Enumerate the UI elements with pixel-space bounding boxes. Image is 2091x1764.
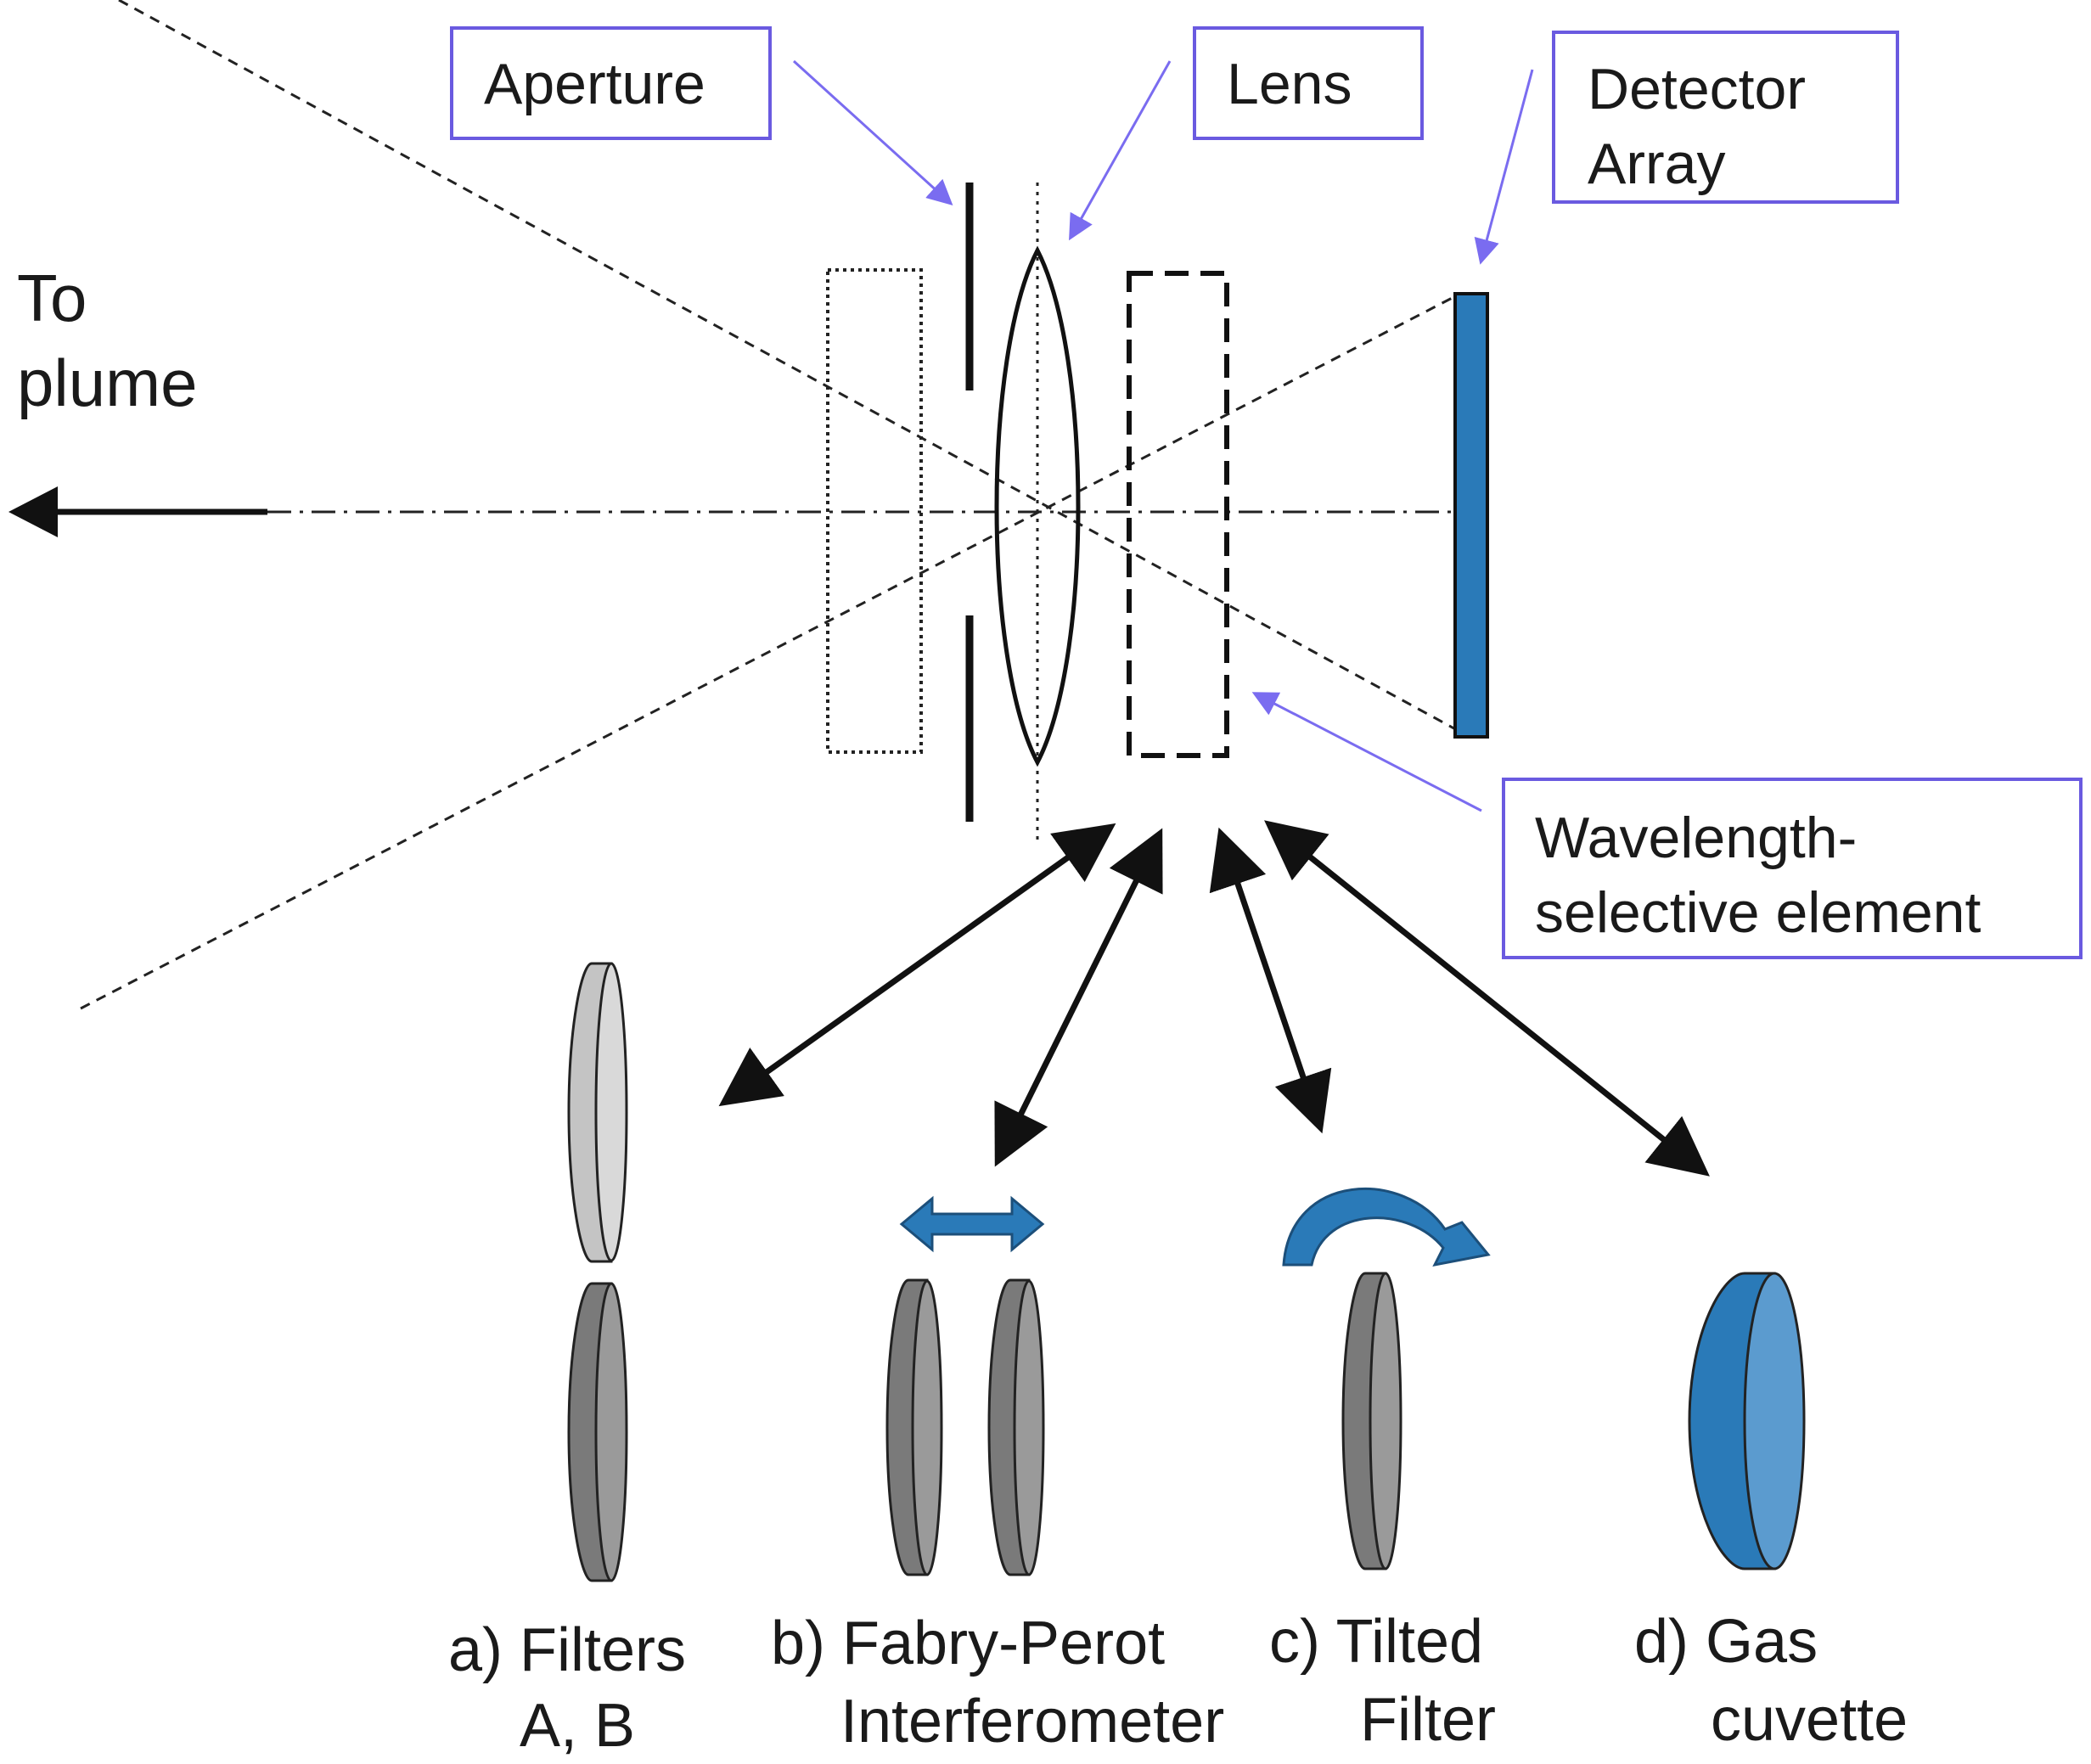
option-c-caption-line1: c) Tilted	[1269, 1608, 1483, 1676]
lens-label: Lens	[1227, 52, 1352, 116]
wavelength-selective-element-slot	[1127, 271, 1229, 758]
gas-cuvette	[1688, 1272, 1806, 1570]
detector-array-callout: Detector Array	[1552, 31, 1899, 204]
option-b-caption-line1: b) Fabry-Perot	[771, 1610, 1165, 1677]
option-a-caption-line2: A, B	[520, 1692, 635, 1760]
dotted-filter-slot	[826, 268, 923, 754]
option-d-caption-line2: cuvette	[1711, 1686, 1908, 1754]
to-plume-label-line2: plume	[17, 345, 197, 420]
wavelength-selective-element-label-line1: Wavelength-	[1535, 806, 1857, 870]
option-a-caption-line1: a) Filters	[448, 1616, 686, 1684]
filter-b-disk	[567, 1282, 628, 1582]
option-d-arrow	[1264, 820, 1710, 1177]
wavelength-selective-element-callout-arrow	[1251, 692, 1482, 812]
fabry-perot-plate-right	[987, 1278, 1045, 1576]
aperture-callout: Aperture	[450, 26, 772, 140]
aperture-label: Aperture	[484, 52, 705, 116]
wavelength-selective-element-label-line2: selective element	[1535, 880, 1981, 945]
lens	[994, 245, 1081, 767]
filter-a-disk	[567, 962, 628, 1263]
option-b-caption-line2: Interferometer	[840, 1688, 1224, 1756]
detector-array-label-line2: Array	[1588, 132, 1725, 196]
lens-callout-arrow	[1069, 60, 1172, 241]
wavelength-selective-element-callout: Wavelength- selective element	[1502, 778, 2083, 959]
to-plume-label-line1: To	[17, 261, 87, 335]
detector-array	[1453, 292, 1489, 739]
fabry-perot-spacing-arrow	[899, 1195, 1045, 1253]
lens-callout: Lens	[1193, 26, 1424, 140]
detector-array-callout-arrow	[1474, 69, 1534, 265]
tilt-rotation-arrow	[1282, 1188, 1491, 1267]
field-of-view-ray-upper	[118, 0, 1461, 733]
option-c-arrow	[1209, 827, 1332, 1134]
tilted-filter-disk	[1341, 1272, 1402, 1570]
option-d-caption-line1: d) Gas	[1634, 1608, 1818, 1676]
detector-array-label-line1: Detector	[1588, 57, 1806, 121]
option-b-arrow	[994, 828, 1163, 1167]
field-of-view-ray-lower	[80, 292, 1461, 1010]
option-c-caption-line2: Filter	[1360, 1686, 1496, 1754]
fabry-perot-plate-left	[885, 1278, 943, 1576]
to-plume-arrowhead	[8, 486, 58, 537]
aperture-callout-arrow	[792, 59, 953, 206]
